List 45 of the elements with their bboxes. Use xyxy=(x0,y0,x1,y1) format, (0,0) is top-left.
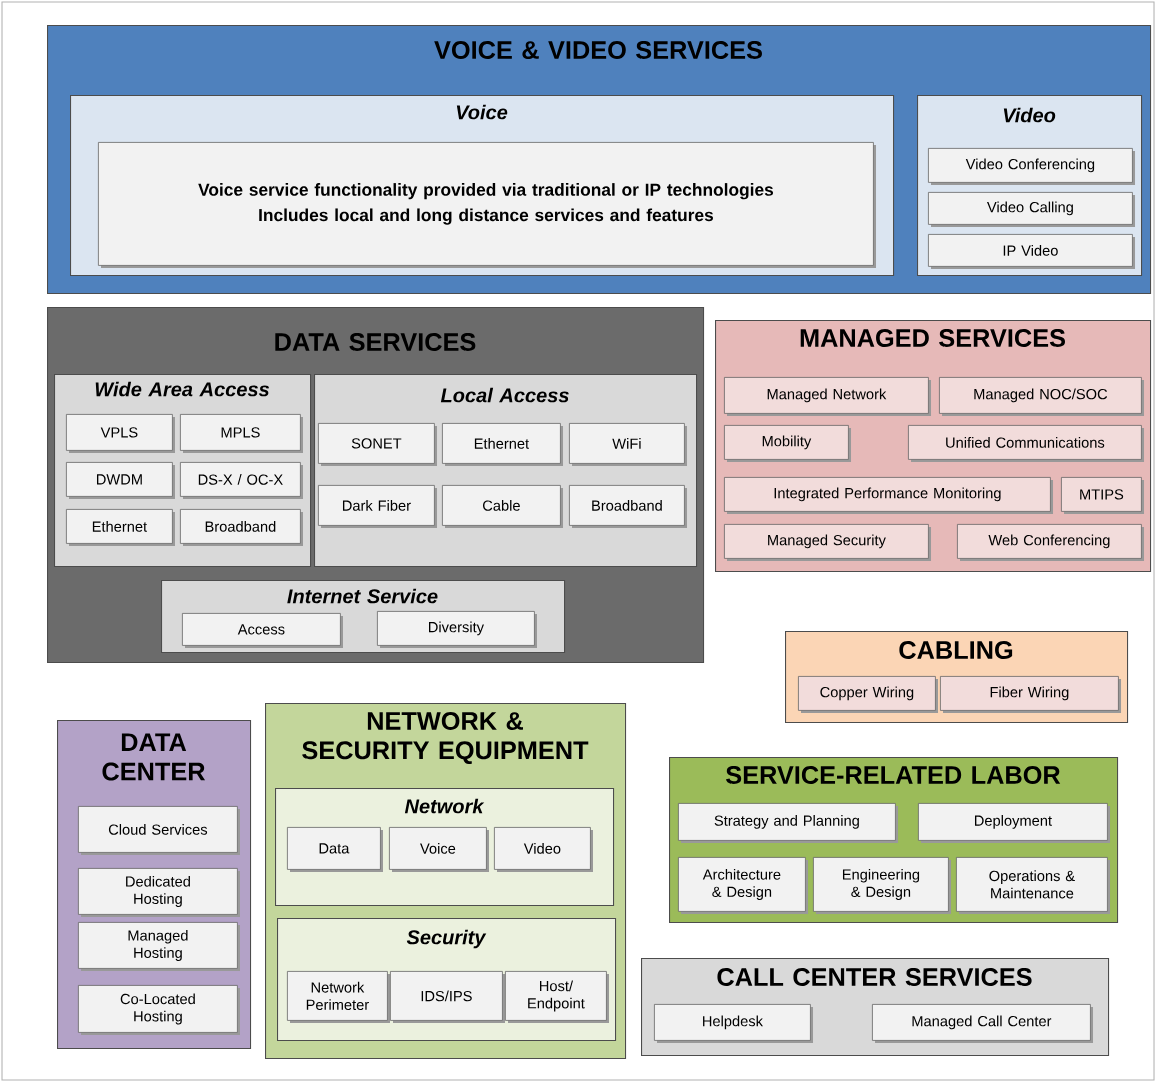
service-box: SONET xyxy=(318,423,437,466)
service-box: Video Calling xyxy=(928,192,1135,227)
service-box: Operations & Maintenance xyxy=(956,857,1110,914)
service-box: Broadband xyxy=(180,509,303,546)
service-box: DS-X / OC-X xyxy=(180,462,303,499)
service-box: Strategy and Planning xyxy=(678,803,898,843)
service-box: Mobility xyxy=(724,425,851,462)
service-box: Access xyxy=(182,613,343,648)
service-box: Fiber Wiring xyxy=(940,676,1121,713)
service-box: Voice xyxy=(389,827,489,872)
service-box: Video Conferencing xyxy=(928,148,1135,185)
service-box: VPLS xyxy=(66,414,175,453)
service-box: Network Perimeter xyxy=(287,971,390,1023)
service-box: Managed Network xyxy=(724,377,931,416)
service-box: Helpdesk xyxy=(654,1004,813,1043)
service-box: Managed Hosting xyxy=(78,922,240,971)
service-box: Host/ Endpoint xyxy=(505,971,609,1023)
service-box: Deployment xyxy=(918,803,1110,843)
service-box: Web Conferencing xyxy=(957,524,1144,561)
service-box: Cable xyxy=(442,485,563,528)
service-box: Unified Communications xyxy=(908,425,1144,462)
service-box: Dedicated Hosting xyxy=(78,868,240,917)
service-box: Engineering & Design xyxy=(813,857,951,914)
service-box: Video xyxy=(494,827,593,872)
service-box: IP Video xyxy=(928,234,1135,269)
service-box: Ethernet xyxy=(442,423,563,466)
service-box: Cloud Services xyxy=(78,806,240,855)
service-box: MPLS xyxy=(180,414,303,453)
service-box: WiFi xyxy=(569,423,687,466)
service-box: Integrated Performance Monitoring xyxy=(724,477,1053,514)
service-box: Architecture & Design xyxy=(678,857,808,914)
service-box: Diversity xyxy=(377,611,537,648)
service-box: Copper Wiring xyxy=(798,676,938,713)
service-box: Managed Call Center xyxy=(872,1004,1093,1043)
service-box: DWDM xyxy=(66,462,175,499)
service-box: Data xyxy=(287,827,383,872)
service-box: IDS/IPS xyxy=(390,971,505,1023)
service-box: Dark Fiber xyxy=(318,485,437,528)
description-box: Voice service functionality provided via traditional or IP technologies Includes local and long distance services and features xyxy=(98,142,876,268)
service-box: MTIPS xyxy=(1061,477,1144,514)
service-box: Co-Located Hosting xyxy=(78,985,240,1035)
service-box: Broadband xyxy=(569,485,687,528)
service-box: Ethernet xyxy=(66,509,175,546)
service-box: Managed NOC/SOC xyxy=(939,377,1144,416)
service-box: Managed Security xyxy=(724,524,931,561)
